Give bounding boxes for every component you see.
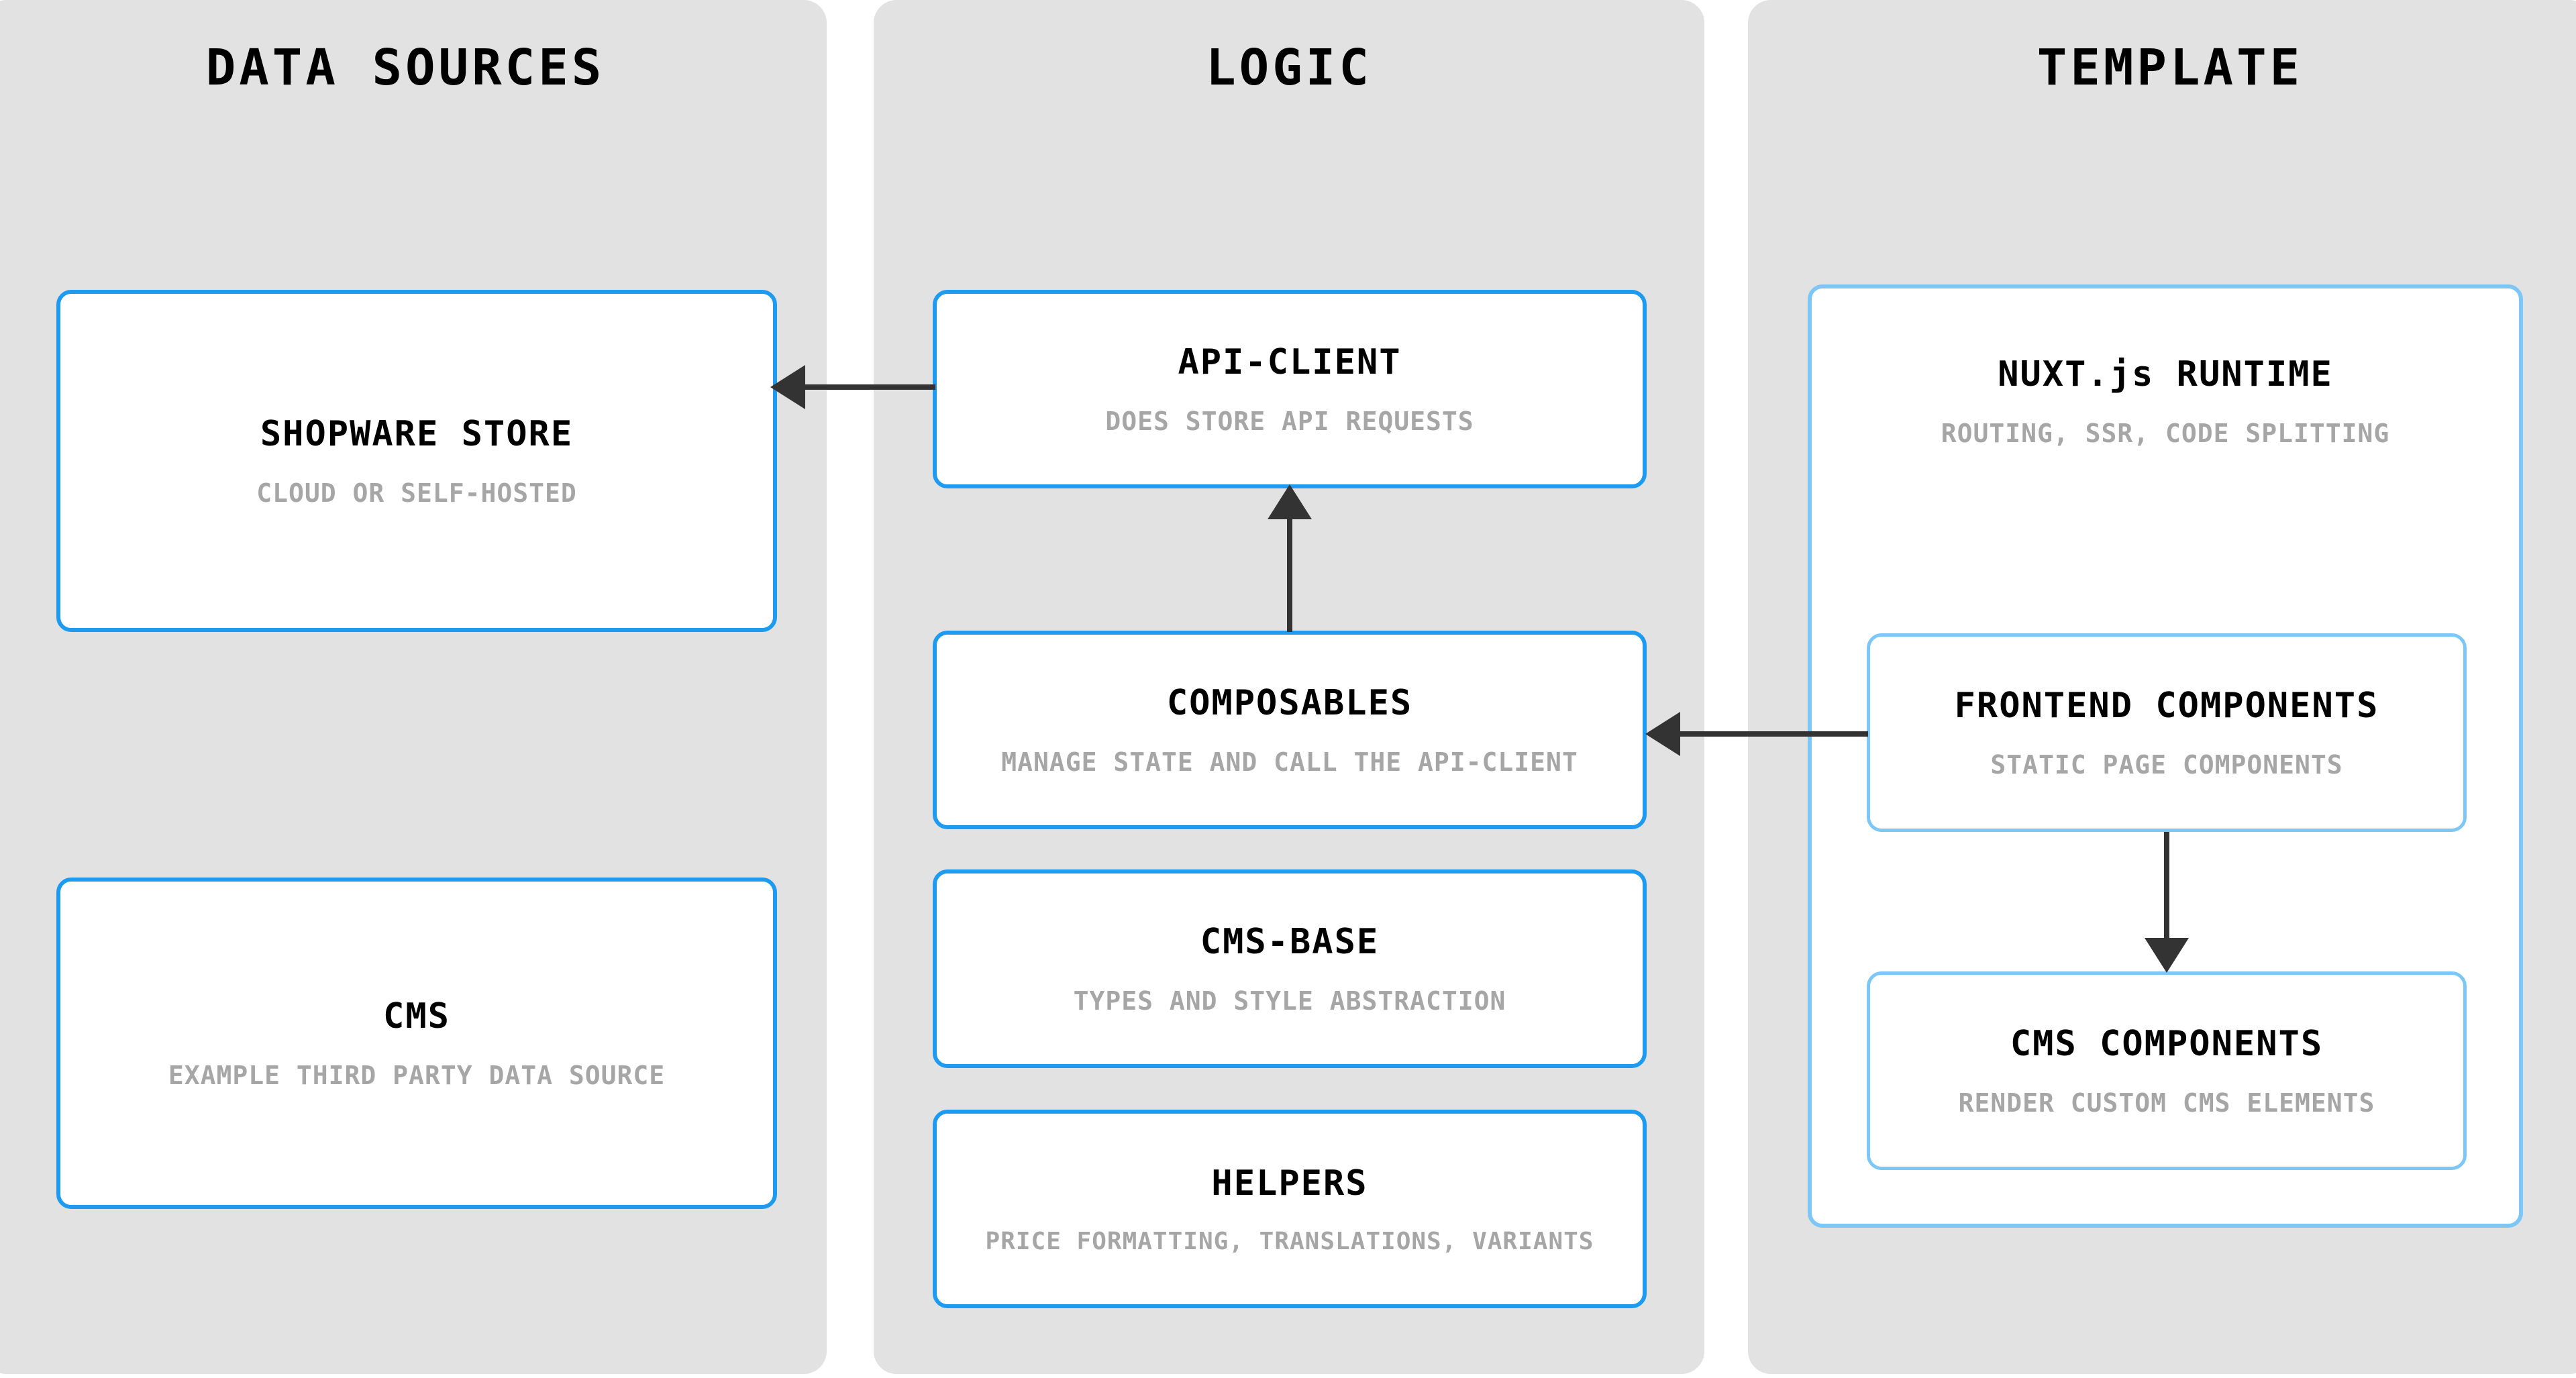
card-subtitle-helpers: PRICE FORMATTING, TRANSLATIONS, VARIANTS — [985, 1227, 1594, 1255]
card-helpers[interactable]: HELPERS PRICE FORMATTING, TRANSLATIONS, … — [933, 1110, 1647, 1308]
card-subtitle-cms-components: RENDER CUSTOM CMS ELEMENTS — [1958, 1088, 2375, 1118]
card-subtitle-nuxt-runtime: ROUTING, SSR, CODE SPLITTING — [1941, 419, 2390, 448]
card-frontend-components[interactable]: FRONTEND COMPONENTS STATIC PAGE COMPONEN… — [1867, 633, 2467, 832]
card-title-cms-components: CMS COMPONENTS — [2010, 1024, 2324, 1064]
card-title-api-client: API-CLIENT — [1178, 342, 1402, 382]
card-title-shopware-store: SHOPWARE STORE — [260, 414, 574, 454]
card-api-client[interactable]: API-CLIENT DOES STORE API REQUESTS — [933, 290, 1647, 488]
card-subtitle-api-client: DOES STORE API REQUESTS — [1105, 407, 1474, 436]
arrow-line-frontend-components-to-composables — [1667, 731, 1868, 737]
arrow-head-api-client-to-shopware-store — [770, 365, 805, 409]
arrow-line-api-client-to-shopware-store — [792, 384, 935, 390]
arrow-line-frontend-components-to-cms-components — [2164, 832, 2169, 946]
card-cms-components[interactable]: CMS COMPONENTS RENDER CUSTOM CMS ELEMENT… — [1867, 971, 2467, 1170]
card-subtitle-frontend-components: STATIC PAGE COMPONENTS — [1990, 750, 2343, 780]
arrow-line-composables-to-api-client — [1287, 510, 1292, 632]
card-cms-base[interactable]: CMS-BASE TYPES AND STYLE ABSTRACTION — [933, 869, 1647, 1068]
card-title-nuxt-runtime: NUXT.js RUNTIME — [1998, 354, 2333, 394]
column-title-data-sources: DATA SOURCES — [205, 39, 605, 97]
column-title-logic: LOGIC — [1206, 39, 1372, 97]
arrow-head-frontend-components-to-composables — [1645, 712, 1680, 756]
arrow-head-frontend-components-to-cms-components — [2145, 938, 2189, 973]
column-title-template: TEMPLATE — [2037, 39, 2304, 97]
card-title-cms: CMS — [383, 996, 450, 1037]
card-subtitle-composables: MANAGE STATE AND CALL THE API-CLIENT — [1001, 747, 1578, 777]
card-title-composables: COMPOSABLES — [1166, 683, 1413, 723]
card-subtitle-shopware-store: CLOUD OR SELF-HOSTED — [256, 478, 577, 508]
card-shopware-store[interactable]: SHOPWARE STORE CLOUD OR SELF-HOSTED — [56, 290, 777, 632]
card-subtitle-cms-base: TYPES AND STYLE ABSTRACTION — [1073, 986, 1506, 1016]
card-title-helpers: HELPERS — [1211, 1163, 1368, 1204]
card-title-cms-base: CMS-BASE — [1200, 922, 1380, 962]
card-title-frontend-components: FRONTEND COMPONENTS — [1954, 686, 2379, 726]
card-cms[interactable]: CMS EXAMPLE THIRD PARTY DATA SOURCE — [56, 878, 777, 1209]
arrow-head-composables-to-api-client — [1268, 484, 1312, 519]
card-subtitle-cms: EXAMPLE THIRD PARTY DATA SOURCE — [168, 1061, 666, 1090]
card-composables[interactable]: COMPOSABLES MANAGE STATE AND CALL THE AP… — [933, 631, 1647, 829]
